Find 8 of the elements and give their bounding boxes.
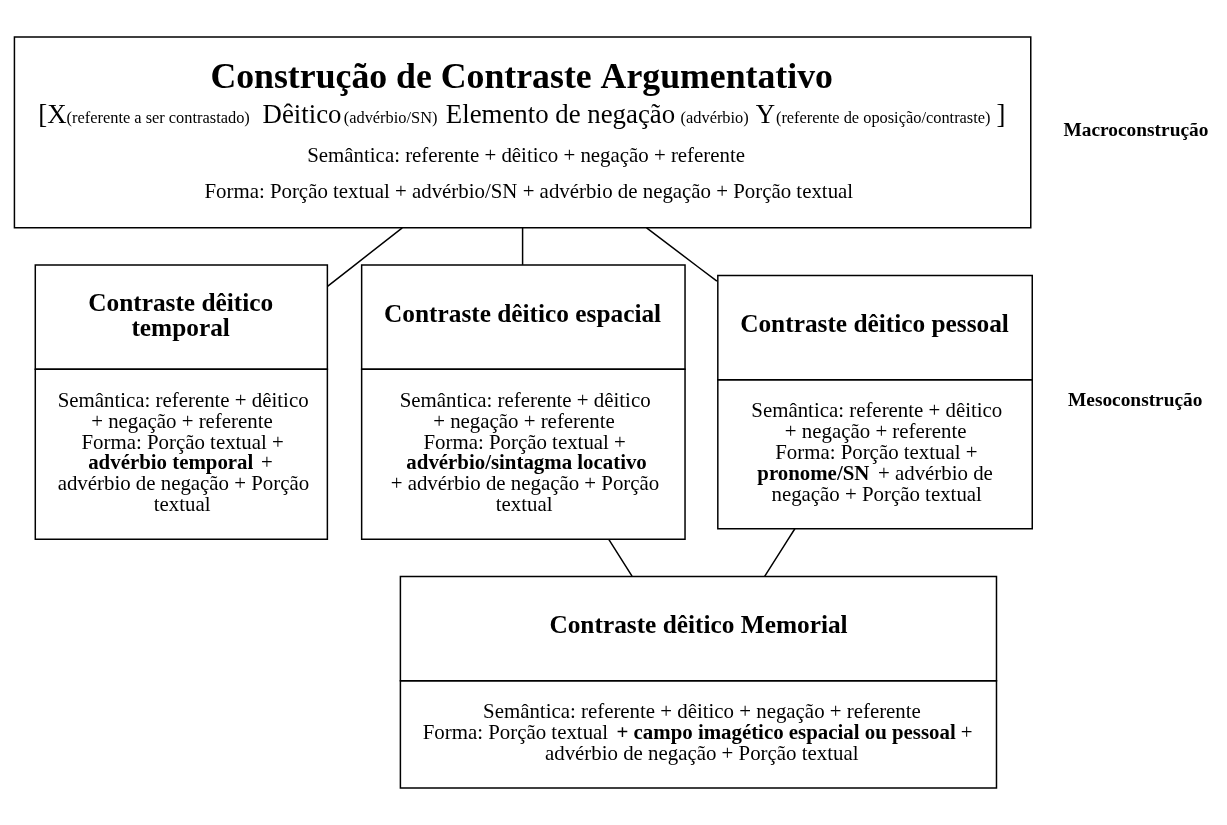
connector (326, 227, 403, 288)
connector (645, 227, 718, 282)
connector (607, 538, 633, 577)
connector (521, 227, 524, 266)
label: Mesoconstrução (1068, 388, 1203, 410)
node-box: Construção de Contraste Argumentativo [X(referente a ser contrastado) Dêitico(advérbio/SN) Elemento de negação(advérbio) Y(referente de oposição/contraste)] Semântica: referente + dêitico + negação + referente Forma: Porção textual + advérbio/SN + advérbio de negação + Porção textual (13, 36, 1032, 229)
connector (763, 528, 796, 578)
label: Macroconstrução (1063, 118, 1209, 140)
